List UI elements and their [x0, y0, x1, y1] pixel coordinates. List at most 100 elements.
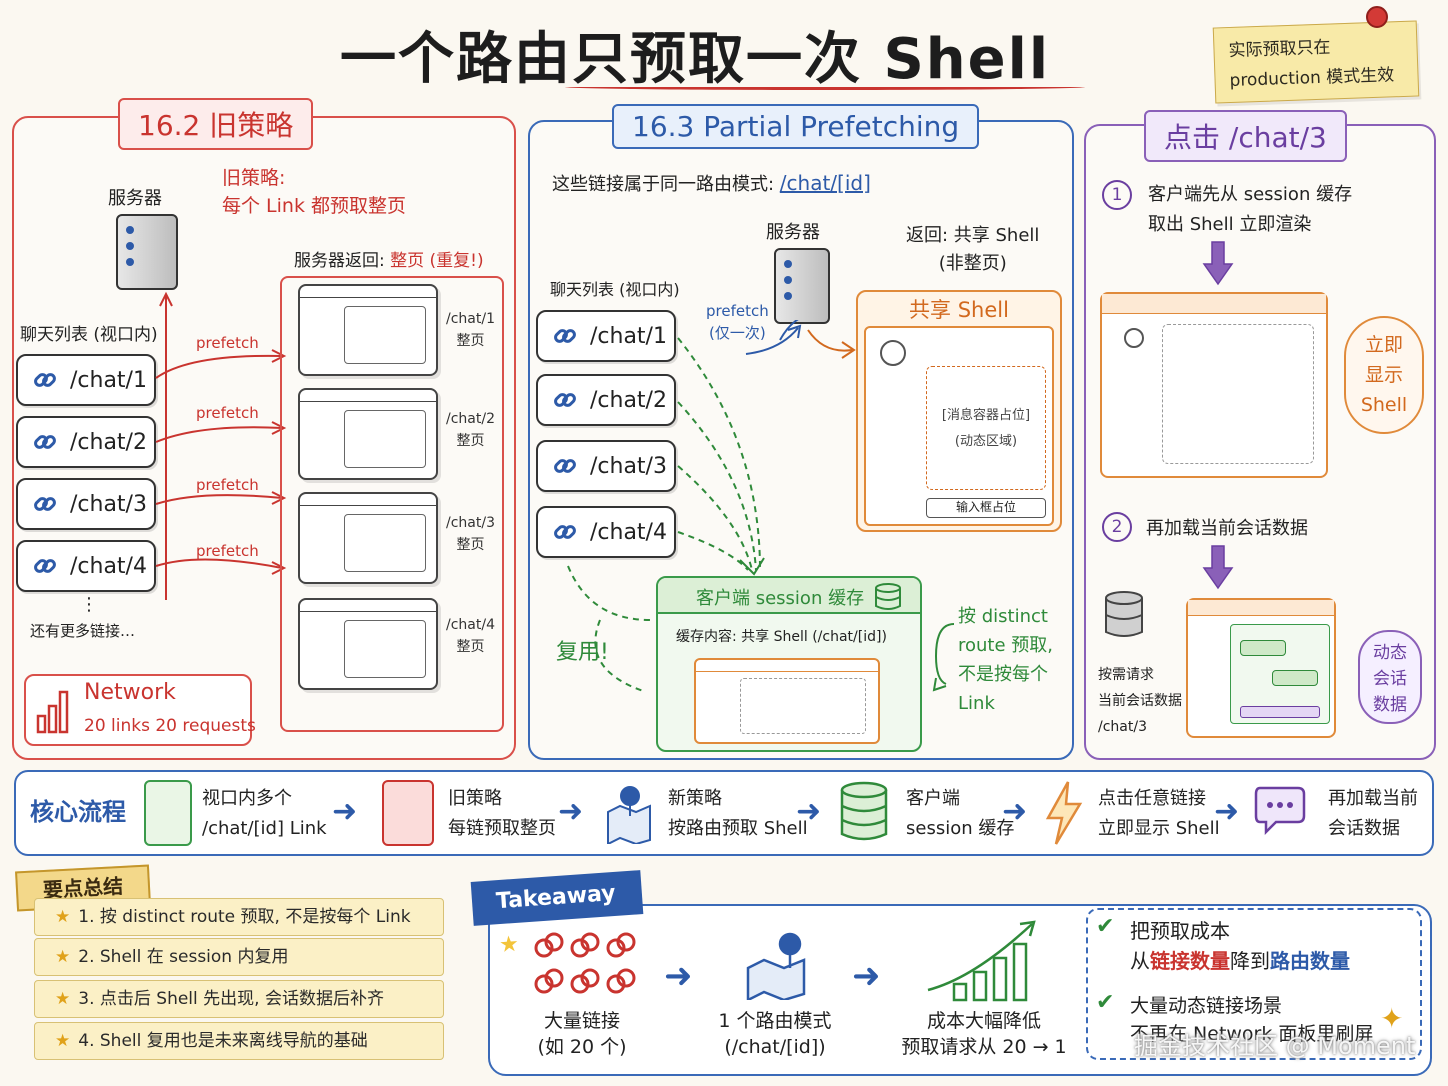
rendered-shell-window	[1100, 292, 1328, 478]
chain-links-icon	[534, 932, 636, 994]
takeaway-cost-down: 成本大幅降低预取请求从 20 → 1	[901, 1010, 1067, 1058]
avatar-icon	[1124, 328, 1144, 348]
link-icon	[34, 559, 56, 573]
lightning-icon	[1045, 781, 1083, 845]
new-server-label: 服务器	[766, 222, 820, 243]
takeaway-one-route: 1 个路由模式(/chat/[id])	[718, 1010, 832, 1058]
cached-shell-thumbnail	[694, 658, 880, 744]
core-flow-title: 核心流程	[30, 798, 126, 826]
partial-prefetching-title: 16.3 Partial Prefetching	[612, 104, 980, 149]
check-icon: ✔	[1096, 990, 1115, 1015]
page-thumbnail-1	[298, 284, 438, 376]
old-link-chat-3[interactable]: /chat/3	[16, 478, 156, 530]
summary-item-4: ★4. Shell 复用也是未来离线导航的基础	[34, 1022, 444, 1060]
down-arrow-icon	[1202, 241, 1234, 286]
pushpin-icon	[1366, 6, 1388, 28]
page-title: 一个路由只预取一次 Shell	[339, 27, 1051, 92]
distinct-route-note: 按 distinct route 预取, 不是按每个 Link	[958, 606, 1054, 714]
prefetch-label-2: prefetch	[196, 404, 259, 422]
old-strategy-title: 16.2 旧策略	[118, 98, 314, 150]
step-1-text: 客户端先从 session 缓存 取出 Shell 立即渲染	[1148, 184, 1353, 235]
link-icon	[34, 373, 56, 387]
step-2-text: 再加载当前会话数据	[1146, 518, 1308, 539]
flow-arrow-1: ➜	[332, 794, 358, 829]
database-icon	[840, 781, 888, 841]
map-pin-icon	[746, 932, 806, 1000]
route-note: 这些链接属于同一路由模式: /chat/[id]	[552, 171, 871, 195]
chat-data-window	[1186, 598, 1336, 738]
flow-step-5: 点击任意链接立即显示 Shell	[1098, 788, 1220, 839]
server-return-note: 返回: 共享 Shell (非整页)	[906, 225, 1040, 274]
database-icon	[1105, 591, 1143, 637]
new-link-chat-3[interactable]: /chat/3	[536, 440, 676, 492]
server-icon	[774, 248, 830, 324]
flow-step-3: 新策略按路由预取 Shell	[668, 788, 808, 839]
new-link-chat-1[interactable]: /chat/1	[536, 310, 676, 362]
takeaway-arrow-1: ➜	[664, 956, 693, 996]
takeaway-many-links: 大量链接(如 20 个)	[537, 1010, 627, 1058]
summary-item-2: ★2. Shell 在 session 内复用	[34, 938, 444, 976]
dynamic-data-bubble: 动态 会话 数据	[1358, 630, 1422, 724]
more-dots: ⋮	[80, 594, 98, 615]
link-icon	[554, 393, 576, 407]
shared-shell-title: 共享 Shell	[909, 298, 1009, 322]
avatar-icon	[880, 340, 906, 366]
reuse-label: 复用!	[556, 640, 609, 665]
flow-arrow-2: ➜	[558, 794, 584, 829]
flow-arrow-5: ➜	[1214, 794, 1240, 829]
new-link-chat-4[interactable]: /chat/4	[536, 506, 676, 558]
distinct-bracket	[932, 623, 955, 692]
link-icon	[34, 435, 56, 449]
flow-arrow-3: ➜	[796, 794, 822, 829]
page-thumbnail-3	[298, 492, 438, 584]
new-link-chat-2[interactable]: /chat/2	[536, 374, 676, 426]
database-icon	[875, 583, 901, 610]
on-demand-request-note: 按需请求 当前会话数据 /chat/3	[1098, 667, 1182, 735]
server-icon	[116, 214, 178, 290]
link-icon	[554, 459, 576, 473]
star-icon: ★	[55, 947, 71, 967]
cache-title: 客户端 session 缓存	[696, 588, 865, 609]
prefetch-label-3: prefetch	[196, 476, 259, 494]
old-list-label: 聊天列表 (视口内)	[20, 325, 158, 345]
sticky-line-2: production 模式生效	[1229, 65, 1395, 92]
summary-item-1: ★1. 按 distinct route 预取, 不是按每个 Link	[34, 898, 444, 936]
star-icon: ★	[55, 1031, 71, 1051]
star-icon: ★	[55, 989, 71, 1009]
check-icon: ✔	[1096, 914, 1115, 939]
old-link-chat-1[interactable]: /chat/1	[16, 354, 156, 406]
step-2-badge: 2	[1102, 512, 1132, 542]
server-to-shell-arrow	[807, 329, 856, 359]
cache-content: 缓存内容: 共享 Shell (/chat/[id])	[676, 629, 887, 645]
watermark: 掘金技术社区 @ Moment	[1134, 1032, 1416, 1060]
sticky-note: 实际预取只在 production 模式生效	[1212, 20, 1420, 104]
prefetch-up-arrow	[745, 324, 802, 355]
session-cache-box: 客户端 session 缓存 缓存内容: 共享 Shell (/chat/[id…	[656, 576, 922, 752]
chat-bubbles-icon	[1254, 786, 1306, 836]
step-1-badge: 1	[1102, 180, 1132, 210]
old-link-chat-2[interactable]: /chat/2	[16, 416, 156, 468]
sparkle-icon: ✦	[1380, 1002, 1404, 1035]
server-return-group	[280, 276, 504, 732]
old-link-chat-4[interactable]: /chat/4	[16, 540, 156, 592]
prefetch-once-label: prefetch (仅一次)	[706, 302, 769, 342]
title-underline	[565, 84, 1085, 90]
takeaway-point-1: 把预取成本 从链接数量降到路由数量	[1130, 919, 1350, 973]
takeaway-arrow-2: ➜	[852, 956, 881, 996]
growth-chart-icon	[927, 920, 1036, 1002]
network-stats: 20 links 20 requests	[84, 716, 256, 736]
instant-shell-bubble: 立即 显示 Shell	[1344, 316, 1424, 434]
flow-step-2: 旧策略每链预取整页	[448, 788, 556, 839]
more-links-text: 还有更多链接…	[30, 622, 136, 640]
old-prefetch-arrows	[155, 291, 287, 600]
page-thumbnail-2	[298, 388, 438, 480]
new-list-label: 聊天列表 (视口内)	[550, 280, 680, 299]
map-pin-icon	[607, 786, 651, 844]
bar-chart-icon	[36, 690, 69, 734]
chat-input-bar	[1240, 706, 1320, 718]
page-thumbnail-4	[298, 598, 438, 690]
flow-arrow-4: ➜	[1002, 794, 1028, 829]
